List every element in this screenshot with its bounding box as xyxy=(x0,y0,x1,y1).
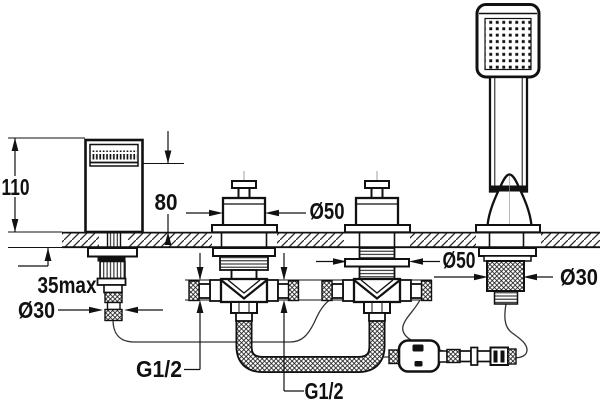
hand-shower xyxy=(475,3,541,305)
bath-spout xyxy=(84,138,144,322)
valve2-locknut xyxy=(344,258,410,268)
spout-supply-hose xyxy=(112,299,330,343)
through-deck-edges xyxy=(220,232,525,248)
braid-coupler xyxy=(446,348,461,364)
spout-shank-through-deck xyxy=(106,232,122,248)
label-mask xyxy=(1,176,31,197)
shower-washer xyxy=(478,247,537,257)
mounting-deck xyxy=(62,231,600,249)
shower-threaded-shank xyxy=(486,260,525,292)
valve2-right-port xyxy=(420,280,433,302)
valve1-stem-cap xyxy=(231,180,257,189)
shower-holder-flange xyxy=(475,224,541,234)
valve2-body xyxy=(354,196,400,228)
valve1-left-port xyxy=(188,280,200,302)
shower-spray-face xyxy=(484,17,532,71)
braid-stub xyxy=(388,349,400,365)
valve1-right-port xyxy=(287,280,300,302)
quick-connector xyxy=(489,346,509,366)
spout-aerator xyxy=(91,150,137,160)
dim-label-dia50-bottom: Ø50 xyxy=(443,247,476,273)
dim-label-80: 80 xyxy=(155,189,178,215)
dim-label-g12-b: G1/2 xyxy=(305,378,344,404)
dim-label-dia50-top: Ø50 xyxy=(310,198,345,224)
braided-connection-hose xyxy=(235,321,386,373)
valve-1 xyxy=(188,171,300,322)
shower-supply-hose xyxy=(504,303,528,359)
thin-hoses xyxy=(112,299,528,359)
dim-label-dia30-left: Ø30 xyxy=(18,297,55,323)
valve2-escutcheon xyxy=(344,224,411,234)
shower-handle xyxy=(488,75,529,193)
dim-35max-line xyxy=(18,248,49,267)
valve-2-diverter xyxy=(321,171,433,322)
valve1-hose-nut xyxy=(230,301,258,314)
valve2-hose-nut xyxy=(363,301,391,314)
valve2-stem-cap xyxy=(364,180,390,189)
dimension-arrowheads xyxy=(11,138,537,314)
valve1-body xyxy=(221,196,267,228)
valve2-left-port xyxy=(321,280,333,302)
dim-label-110: 110 xyxy=(2,174,30,200)
dim-label-35max: 35max xyxy=(38,272,97,298)
dim-label-g12-a: G1/2 xyxy=(136,356,182,382)
valve1-escutcheon xyxy=(211,224,278,234)
dim-label-dia30-right: Ø30 xyxy=(560,264,598,290)
spout-base-nut xyxy=(87,247,138,258)
spout-aerator-frame xyxy=(89,143,139,167)
spout-threaded-shank xyxy=(99,260,126,280)
valve1-locknut xyxy=(212,247,276,257)
check-valve-assembly xyxy=(388,339,517,373)
